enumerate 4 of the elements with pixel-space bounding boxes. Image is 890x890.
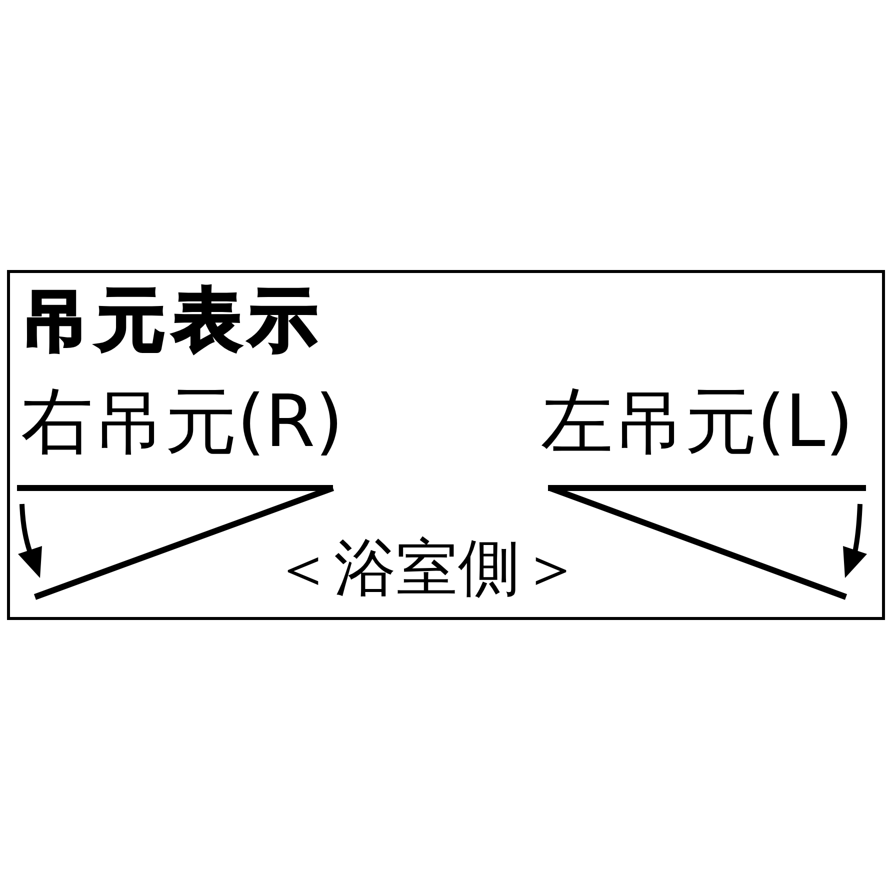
heading: 吊元表示	[21, 287, 325, 355]
side-label: ＜浴室側＞	[272, 537, 582, 599]
hinge-side-label: 右吊元(R)	[21, 385, 344, 457]
hinge-side-label: 左吊元(L)	[541, 385, 854, 457]
